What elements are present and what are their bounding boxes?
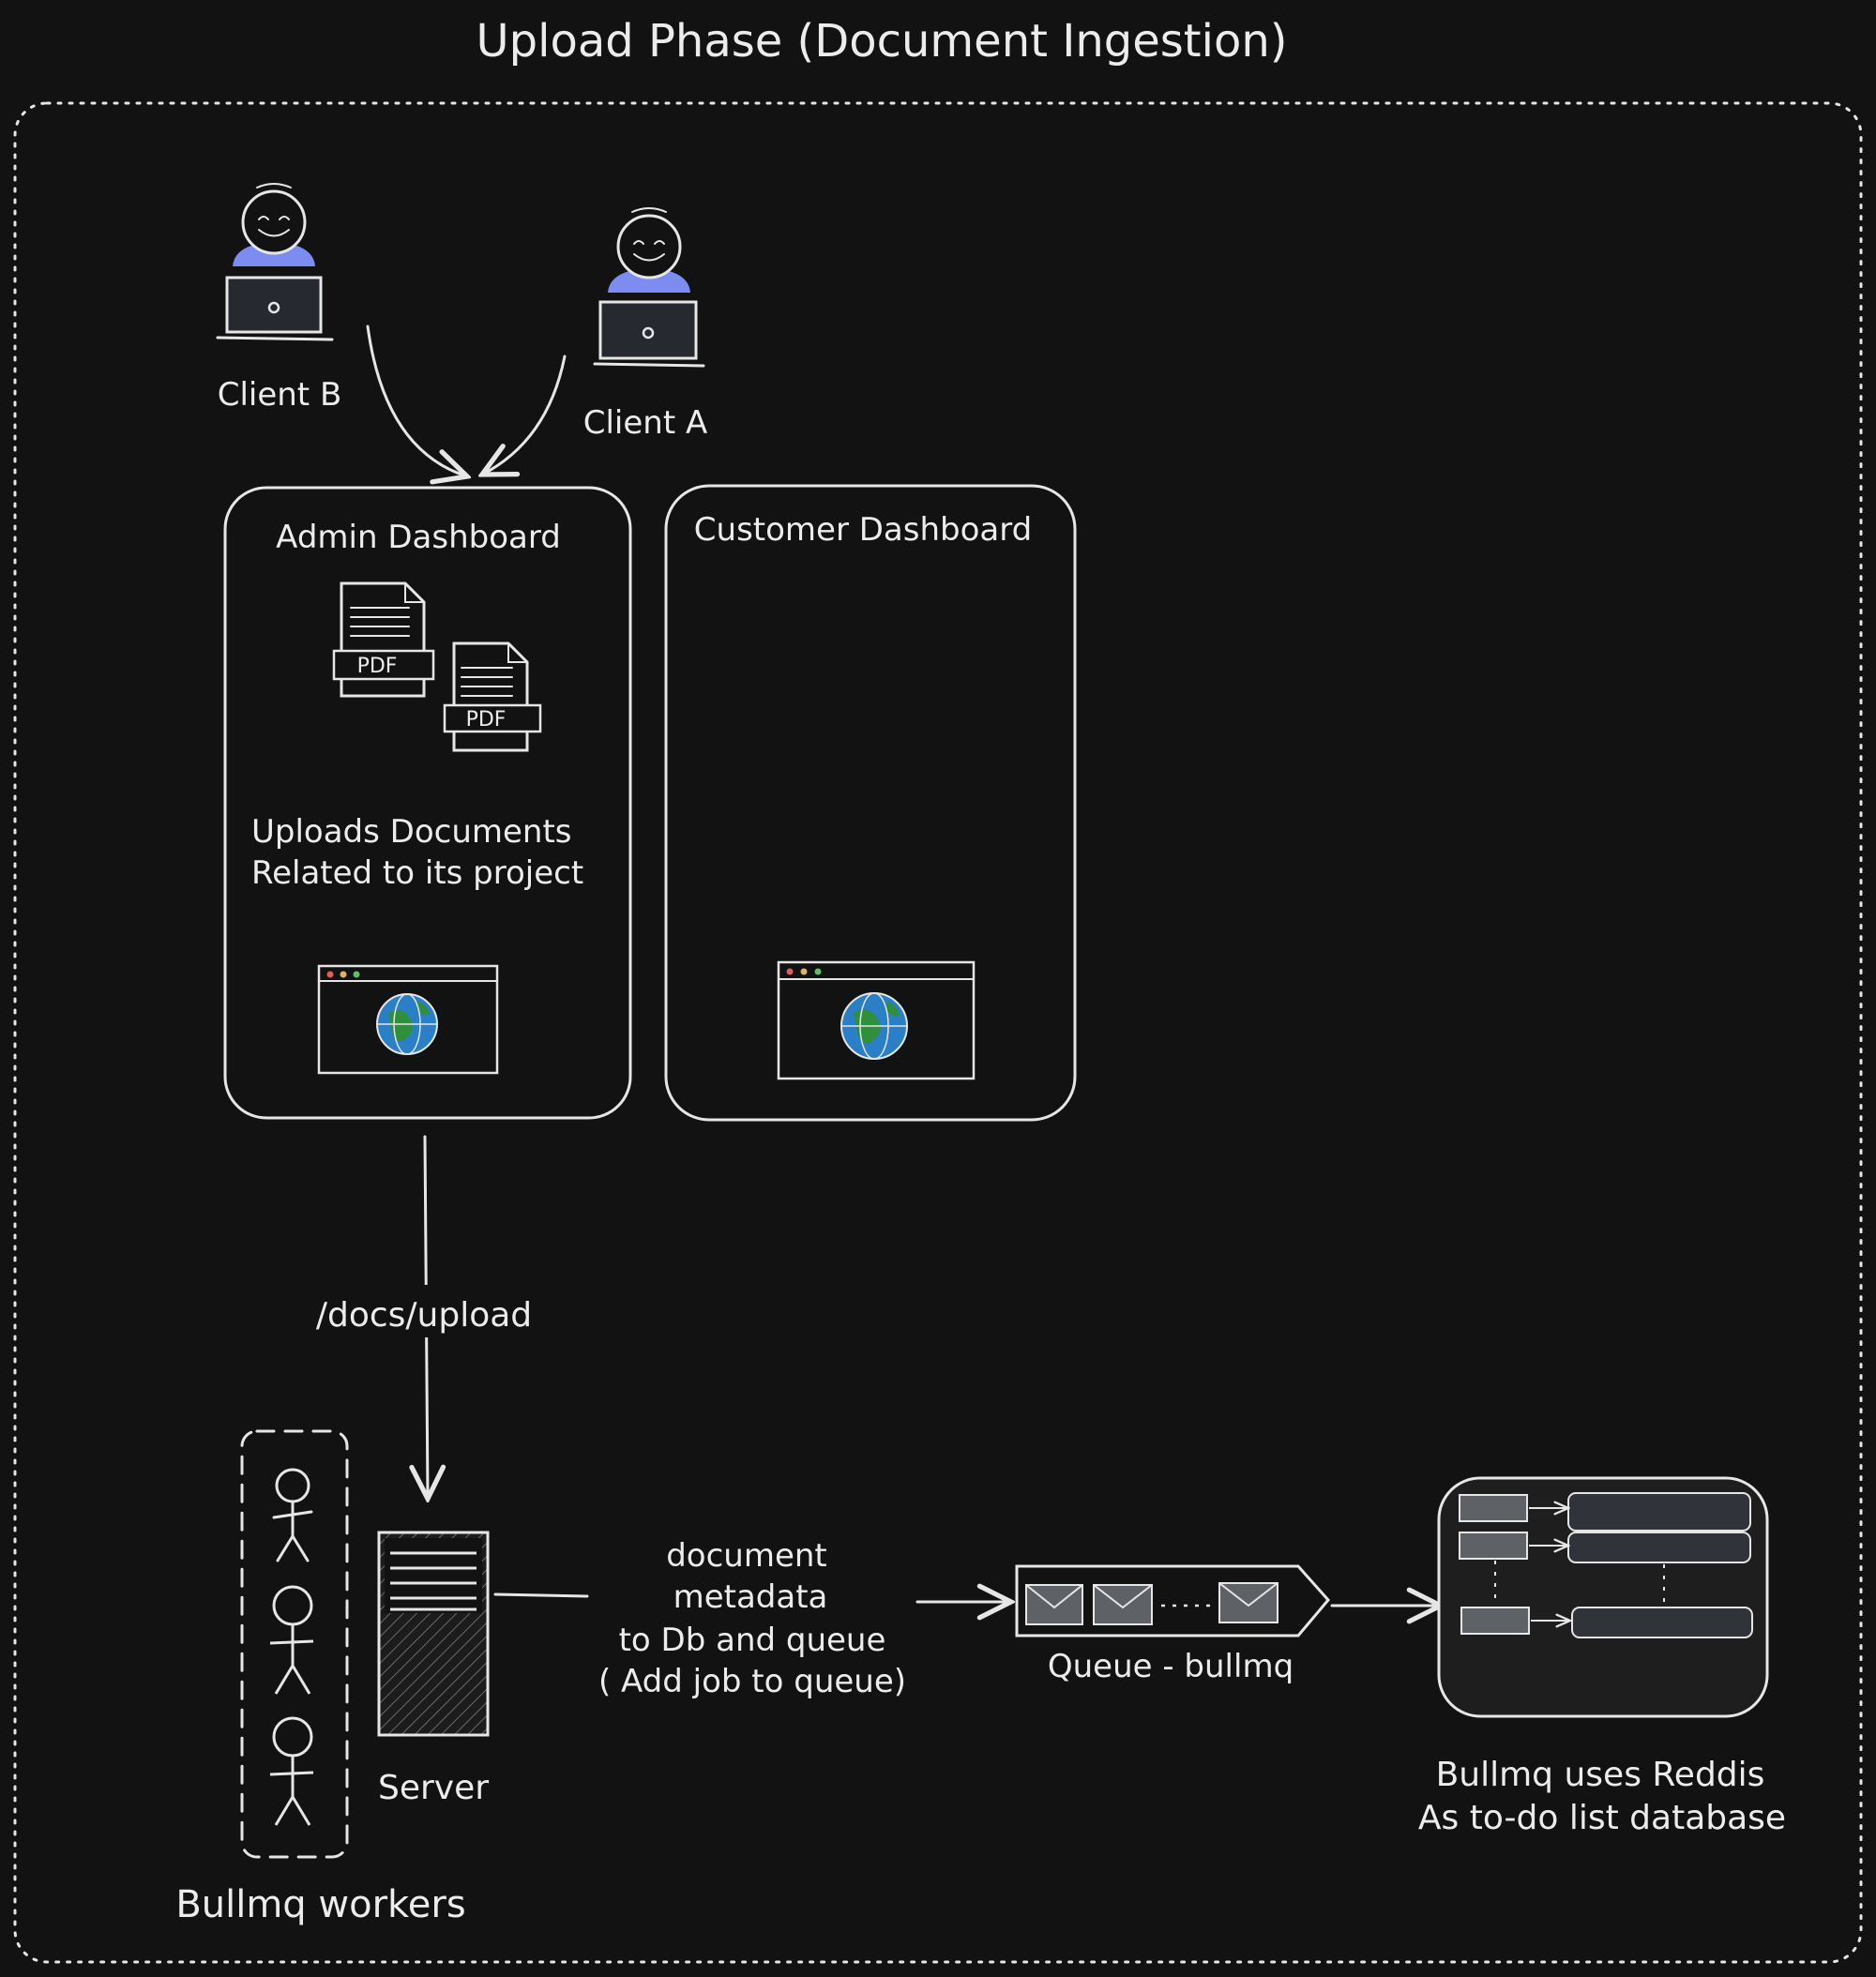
upload-route-label: /docs/upload bbox=[316, 1296, 532, 1335]
client-a-to-admin-arrow bbox=[482, 355, 567, 475]
client-b-avatar bbox=[216, 183, 334, 341]
message-queue-icon bbox=[1015, 1564, 1330, 1637]
browser-globe-icon bbox=[777, 960, 976, 1080]
worker-figure-icon bbox=[269, 1585, 314, 1695]
worker-figure-icon bbox=[272, 1468, 313, 1562]
admin-dashboard-panel bbox=[223, 486, 632, 1120]
client-a-label: Client A bbox=[583, 404, 708, 442]
server-label: Server bbox=[378, 1769, 489, 1807]
client-b-to-admin-arrow bbox=[366, 324, 467, 476]
bullmq-workers-group bbox=[240, 1429, 349, 1859]
server-connector-line bbox=[493, 1592, 589, 1598]
flow-label-line4: ( Add job to queue) bbox=[598, 1663, 906, 1700]
worker-figure-icon bbox=[269, 1716, 314, 1826]
admin-description-line1: Uploads Documents bbox=[251, 813, 572, 851]
flow-label-line3: to Db and queue bbox=[619, 1622, 886, 1659]
flow-label-line2: metadata bbox=[673, 1578, 828, 1616]
client-a-avatar bbox=[593, 207, 705, 368]
queue-label: Queue - bullmq bbox=[1048, 1648, 1294, 1685]
browser-globe-icon bbox=[317, 964, 499, 1075]
redis-database-icon bbox=[1437, 1476, 1769, 1718]
redis-label-line2: As to-do list database bbox=[1418, 1799, 1786, 1837]
flow-label-line1: document bbox=[666, 1537, 827, 1575]
redis-label-line1: Bullmq uses Reddis bbox=[1436, 1756, 1765, 1794]
pdf-label: PDF bbox=[357, 655, 398, 678]
pdf-document-icon: PDF bbox=[332, 581, 435, 698]
customer-dashboard-title: Customer Dashboard bbox=[694, 511, 1032, 549]
server-icon bbox=[377, 1531, 490, 1737]
pdf-label: PDF bbox=[466, 708, 507, 732]
pdf-document-icon: PDF bbox=[443, 641, 542, 752]
admin-dashboard-title: Admin Dashboard bbox=[276, 519, 561, 556]
diagram-title: Upload Phase (Document Ingestion) bbox=[477, 15, 1288, 68]
admin-description-line2: Related to its project bbox=[251, 854, 583, 892]
customer-dashboard-panel bbox=[664, 484, 1077, 1122]
bullmq-workers-label: Bullmq workers bbox=[175, 1883, 465, 1926]
client-b-label: Client B bbox=[218, 376, 342, 414]
